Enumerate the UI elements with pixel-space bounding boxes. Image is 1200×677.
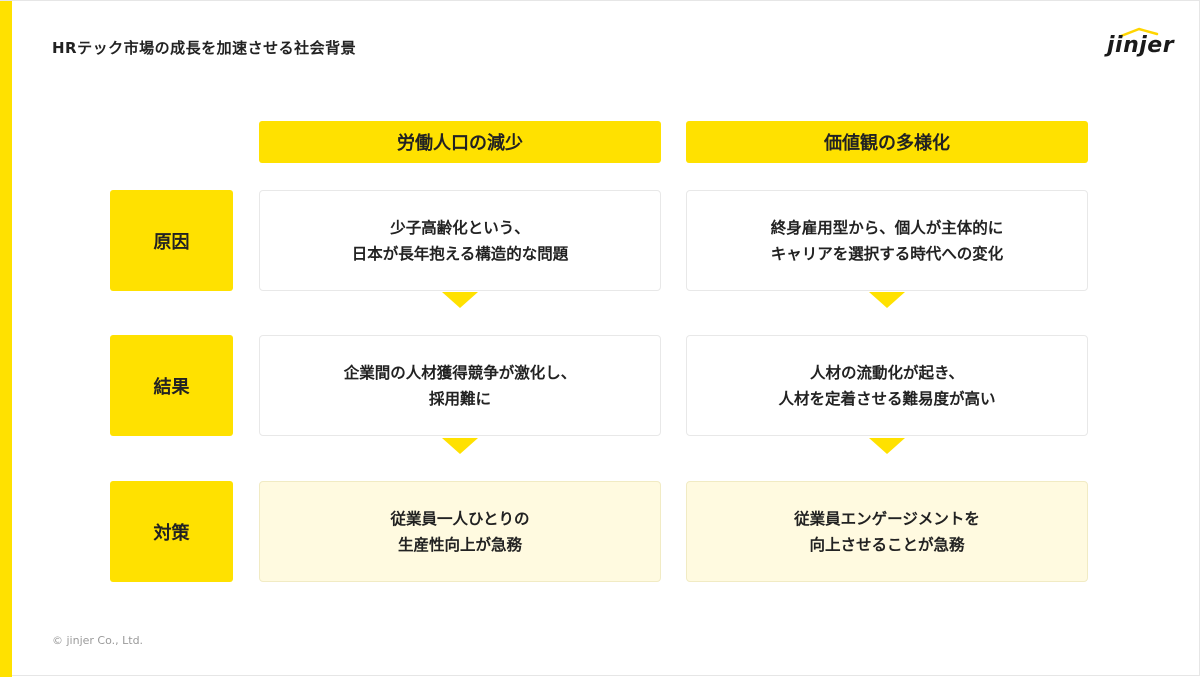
page-title: HRテック市場の成長を加速させる社会背景 — [52, 39, 357, 57]
row-label-result: 結果 — [110, 335, 233, 436]
cell-cause-labor: 少子高齢化という、 日本が長年抱える構造的な問題 — [259, 190, 661, 291]
jinjer-logo: jinjer — [1107, 27, 1174, 61]
logo-text: jinjer — [1107, 33, 1175, 58]
down-arrow-icon — [442, 292, 478, 308]
cell-line: 採用難に — [428, 389, 491, 408]
cell-line: 従業員一人ひとりの — [390, 509, 530, 528]
column-header-value-diversity: 価値観の多様化 — [686, 121, 1088, 163]
cell-cause-values: 終身雇用型から、個人が主体的に キャリアを選択する時代への変化 — [686, 190, 1088, 291]
cell-line: 生産性向上が急務 — [397, 535, 522, 554]
cell-result-labor: 企業間の人材獲得競争が激化し、 採用難に — [259, 335, 661, 436]
row-label-measure: 対策 — [110, 481, 233, 582]
cell-line: 人材の流動化が起き、 — [810, 363, 964, 382]
cell-measure-labor: 従業員一人ひとりの 生産性向上が急務 — [259, 481, 661, 582]
row-label-cause: 原因 — [110, 190, 233, 291]
cell-line: 日本が長年抱える構造的な問題 — [351, 244, 569, 263]
cell-line: 従業員エンゲージメントを — [794, 509, 980, 528]
cell-measure-values: 従業員エンゲージメントを 向上させることが急務 — [686, 481, 1088, 582]
down-arrow-icon — [869, 292, 905, 308]
column-header-labor-decline: 労働人口の減少 — [259, 121, 661, 163]
cell-line: 人材を定着させる難易度が高い — [778, 389, 996, 408]
cell-line: 終身雇用型から、個人が主体的に — [770, 218, 1004, 237]
cell-line: 少子高齢化という、 — [390, 218, 530, 237]
accent-bar — [0, 1, 12, 677]
cell-line: 企業間の人材獲得競争が激化し、 — [343, 363, 577, 382]
down-arrow-icon — [869, 438, 905, 454]
cell-result-values: 人材の流動化が起き、 人材を定着させる難易度が高い — [686, 335, 1088, 436]
logo-roof-icon — [1119, 27, 1159, 37]
down-arrow-icon — [442, 438, 478, 454]
cell-line: キャリアを選択する時代への変化 — [770, 244, 1004, 263]
copyright-footer: © jinjer Co., Ltd. — [52, 634, 144, 647]
cell-line: 向上させることが急務 — [809, 535, 965, 554]
